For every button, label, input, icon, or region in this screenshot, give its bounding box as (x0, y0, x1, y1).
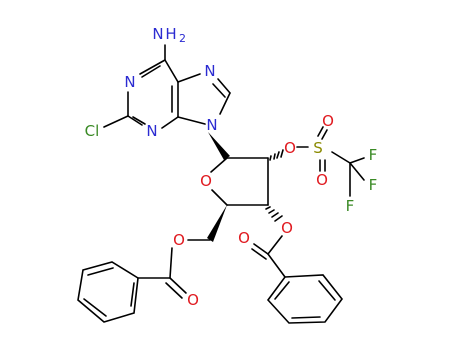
bond-c3-obz-hash (265, 206, 283, 222)
ring-oxygen-label: O (200, 172, 212, 190)
ester-oxygen-5-label: O (173, 231, 185, 249)
bond-c5-n7 (177, 73, 201, 83)
bond-n9-c1-wedge (208, 132, 230, 160)
bond-s-o1 (317, 126, 324, 137)
bond-c-o-carbonyl5 (169, 277, 187, 294)
n1-label: N (124, 73, 135, 91)
fluorine-1-label: F (369, 146, 378, 164)
benzene5-double-b (83, 298, 107, 317)
sulfonyl-oxygen-2-label: O (316, 171, 328, 189)
amine-subscript: 2 (179, 32, 186, 45)
bond-c-o-carbonyl3-double (251, 248, 267, 260)
bond-c4-c5-wedge (207, 205, 227, 242)
bond-c1-o4 (210, 157, 228, 173)
atom-labels: N H 2 N N N N Cl O O S O O F F F O O O O (85, 25, 378, 309)
bond-c-o-carbonyl3 (253, 243, 269, 255)
bond-o3-c (267, 235, 283, 255)
bond-o4-c4 (211, 189, 228, 206)
amine-n-label: N (152, 25, 163, 43)
bond-c5-c6 (164, 59, 179, 83)
n9-label: N (206, 116, 217, 134)
bond-n9-c4 (177, 116, 206, 125)
fluorine-2-label: F (369, 176, 378, 194)
n3-label: N (146, 122, 157, 140)
bond-c-f1 (349, 157, 365, 164)
ester-oxygen-3-label: O (281, 219, 293, 237)
sulfonyl-oxygen-1-label: O (322, 112, 334, 130)
benzene3-double-b (291, 316, 321, 319)
bond-n7-c8-double (212, 83, 226, 98)
bond-c-o-carbonyl5-double (165, 282, 183, 299)
benzene3-double-c (274, 281, 290, 300)
bond-o5-c (169, 247, 173, 279)
bond-c6-n1 (139, 59, 166, 75)
sulfur-label: S (313, 139, 323, 157)
bond-c-ph3 (267, 253, 286, 278)
triflate-oxygen-label: O (284, 139, 296, 157)
carbonyl-oxygen-5-label: O (187, 291, 199, 309)
carbonyl-oxygen-3-label: O (238, 229, 250, 247)
bond-c2-n3 (127, 115, 143, 126)
bond-s-cf3 (331, 151, 351, 164)
bond-c2-cl (103, 115, 129, 128)
n7-label: N (204, 62, 215, 80)
benzene3-double-a (318, 280, 336, 301)
bond-n7-c8 (217, 78, 231, 94)
bond-c8-n9 (219, 92, 231, 115)
benzene5-double-c (130, 282, 135, 307)
benzene-ring-5 (77, 261, 139, 323)
bonds (77, 44, 365, 324)
benzene-ring-3 (266, 274, 344, 324)
bond-c2-otf-hash (269, 149, 284, 161)
bond-n3-c4 (161, 116, 179, 129)
bond-c2-n3-double (132, 116, 146, 125)
chlorine-label: Cl (85, 122, 100, 140)
bond-s-o1-double (321, 129, 328, 140)
bond-c6-n1-double (141, 65, 161, 78)
bond-c-f2 (349, 162, 365, 181)
benzene5-double-a (87, 267, 114, 276)
fluorine-3-label: F (346, 197, 355, 215)
amine-h-label: H (165, 25, 176, 43)
